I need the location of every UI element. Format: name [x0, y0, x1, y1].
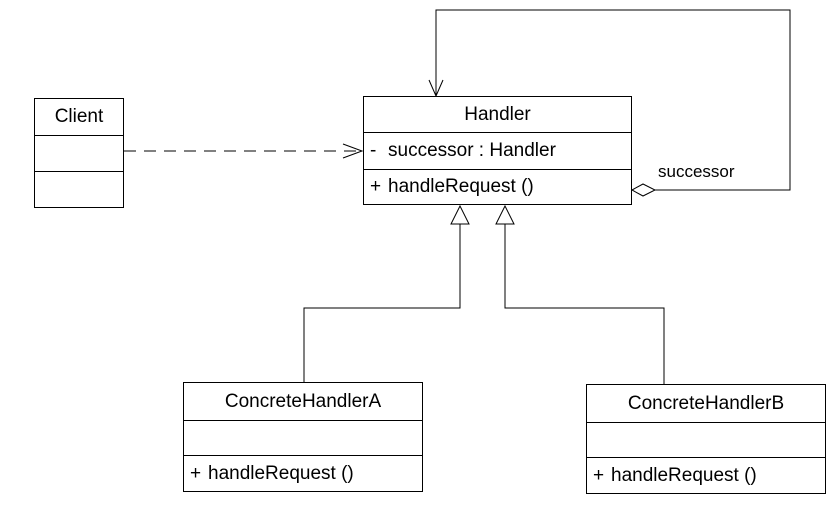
handler-operation-visibility: +	[370, 176, 382, 197]
handler-attribute-text: successor : Handler	[388, 140, 556, 161]
client-attributes-compartment	[35, 135, 123, 171]
concrete-handler-b-operation-visibility: +	[593, 464, 605, 486]
handler-class-name: Handler	[464, 103, 531, 125]
concrete-handler-b-operation-text: handleRequest ()	[611, 464, 757, 486]
successor-association-line	[435, 9, 791, 191]
handler-attribute-row: - successor : Handler	[364, 132, 631, 169]
concrete-handler-a-class: ConcreteHandlerA + handleRequest ()	[183, 382, 423, 492]
handler-operation-row: + handleRequest ()	[364, 169, 631, 204]
client-operations-compartment	[35, 171, 123, 207]
concrete-handler-b-name: ConcreteHandlerB	[627, 392, 785, 414]
successor-association-label: successor	[658, 162, 735, 181]
generalization-arrowhead-b	[495, 204, 515, 225]
concrete-handler-a-name: ConcreteHandlerA	[224, 390, 382, 412]
concrete-handler-b-attributes-compartment	[587, 422, 825, 457]
dependency-arrowhead	[342, 143, 364, 159]
generalization-line-b	[504, 224, 665, 384]
handler-class: Handler - successor : Handler + handleRe…	[363, 96, 632, 205]
generalization-line-a	[303, 224, 461, 382]
concrete-handler-a-operation-row: + handleRequest ()	[184, 455, 422, 491]
handler-operation-text: handleRequest ()	[388, 176, 534, 197]
concrete-handler-a-operation-visibility: +	[190, 462, 202, 484]
concrete-handler-a-attributes-compartment	[184, 420, 422, 455]
aggregation-diamond	[630, 183, 657, 197]
concrete-handler-b-class: ConcreteHandlerB + handleRequest ()	[586, 384, 826, 494]
client-class-name: Client	[54, 106, 104, 127]
generalization-arrowhead-a	[450, 204, 470, 225]
concrete-handler-b-operation-row: + handleRequest ()	[587, 457, 825, 493]
client-class: Client	[34, 98, 124, 208]
concrete-handler-a-operation-text: handleRequest ()	[208, 462, 354, 484]
handler-attribute-visibility: -	[370, 140, 377, 161]
